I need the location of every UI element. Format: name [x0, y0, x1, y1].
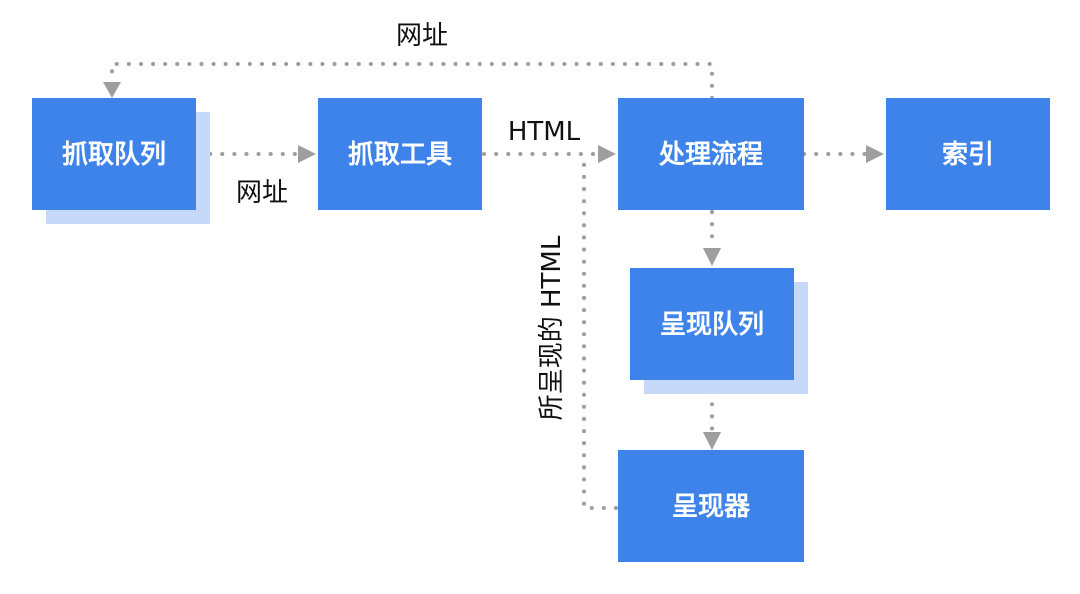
- edge-label-url-top: 网址: [396, 21, 448, 51]
- edge-renderer-to-processing: [582, 152, 618, 510]
- node-processing: 处理流程: [618, 98, 804, 210]
- crawl-queue-label: 抓取队列: [62, 140, 166, 170]
- processing-label: 处理流程: [658, 140, 763, 170]
- edge-processing-to-crawl-queue: [110, 62, 714, 100]
- processing-box: [618, 98, 804, 210]
- renderer-box: [618, 450, 804, 562]
- crawl-queue-box: [32, 98, 196, 210]
- index-label: 索引: [942, 140, 994, 170]
- node-crawler: 抓取工具: [318, 98, 482, 210]
- node-renderer: 呈现器: [618, 450, 804, 562]
- index-box: [886, 98, 1050, 210]
- crawler-label: 抓取工具: [348, 140, 452, 170]
- node-index: 索引: [886, 98, 1050, 210]
- node-crawl-queue: 抓取队列: [32, 98, 210, 224]
- crawler-box: [318, 98, 482, 210]
- edge-label-url: 网址: [236, 178, 288, 208]
- arrowhead-processing-from-crawler: [598, 145, 616, 163]
- arrowhead-crawler: [298, 145, 316, 163]
- render-queue-label: 呈现队列: [660, 310, 764, 340]
- arrowhead-render-queue: [703, 248, 721, 266]
- arrowhead-crawl-queue: [103, 82, 121, 98]
- render-queue-box: [630, 268, 794, 380]
- node-render-queue: 呈现队列: [630, 268, 808, 394]
- edge-label-html: HTML: [508, 117, 581, 147]
- arrowhead-index: [866, 145, 884, 163]
- arrowhead-renderer: [703, 432, 721, 450]
- edge-label-rendered-html: 所呈现的 HTML: [537, 235, 567, 420]
- renderer-label: 呈现器: [672, 492, 751, 522]
